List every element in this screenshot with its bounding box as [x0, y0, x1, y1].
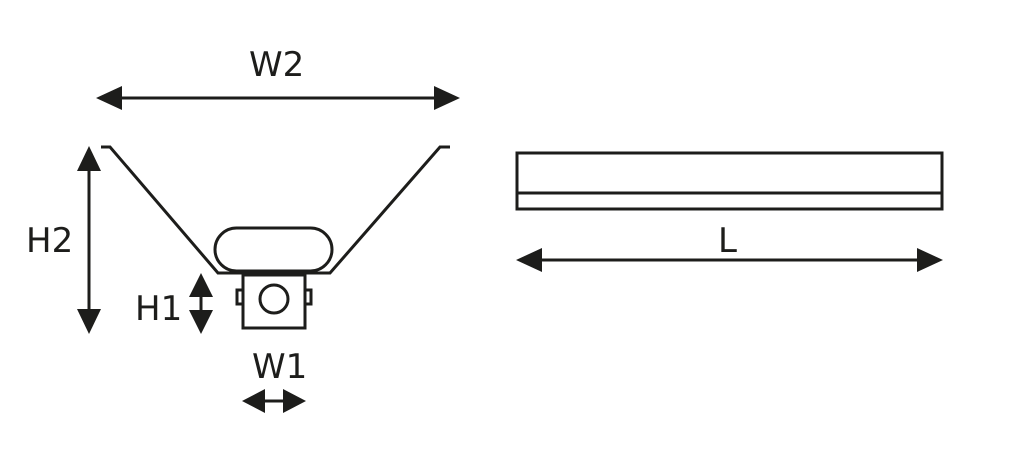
lamp-tube — [213, 226, 334, 273]
bracket-tab-right — [303, 288, 313, 306]
w2-label: W2 — [249, 45, 305, 85]
bracket-hole — [258, 283, 290, 315]
h1-label: H1 — [135, 289, 183, 329]
w1-dimension-arrow — [242, 389, 306, 413]
w2-dimension-arrow — [96, 86, 460, 110]
w1-label: W1 — [252, 347, 308, 387]
h1-dimension-arrow — [189, 273, 213, 334]
reflector-outline — [101, 145, 450, 275]
bracket-tab-left — [235, 288, 245, 306]
bracket-body — [241, 273, 307, 330]
side-view — [515, 151, 944, 211]
l-label: L — [718, 221, 737, 261]
h2-label: H2 — [26, 221, 74, 261]
l-dimension-arrow — [516, 248, 943, 272]
h2-dimension-arrow — [77, 146, 101, 334]
cross-section-view — [101, 145, 450, 330]
fixture-body — [515, 151, 944, 211]
